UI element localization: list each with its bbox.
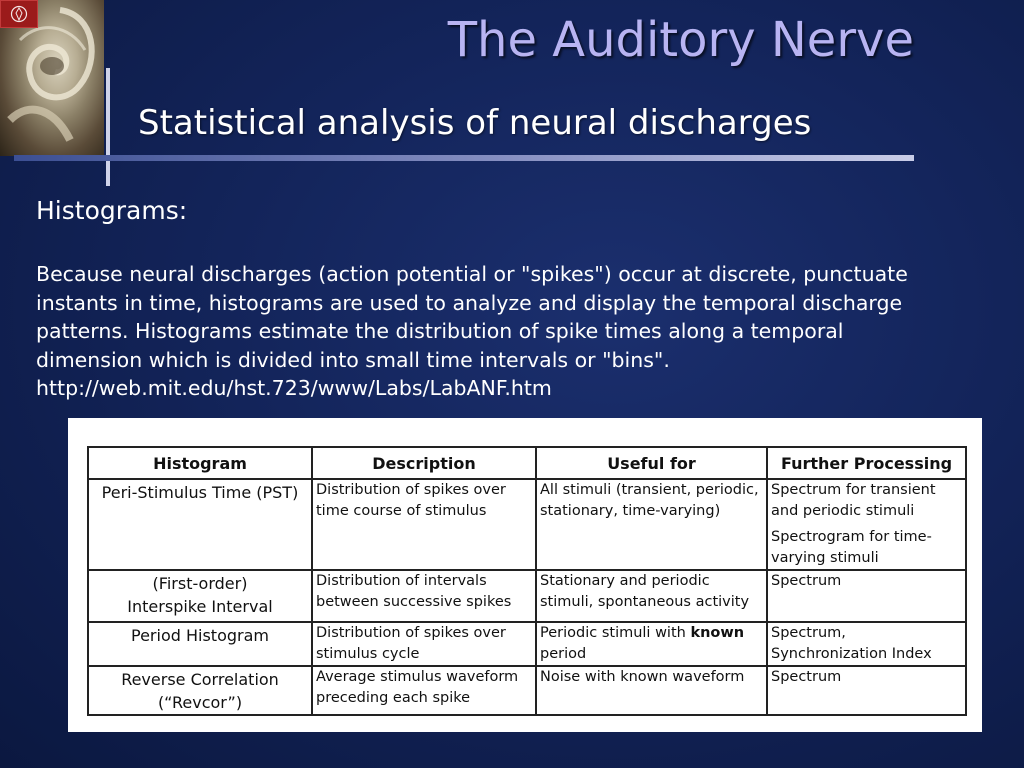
table-header-row: Histogram Description Useful for Further… <box>87 446 967 480</box>
histogram-line: Interspike Interval <box>127 597 273 616</box>
cell-histogram: Period Histogram <box>87 621 313 667</box>
body-line: patterns. Histograms estimate the distri… <box>36 319 844 343</box>
body-line: dimension which is divided into small ti… <box>36 347 670 372</box>
further-line: Spectrum for transient and periodic stim… <box>771 482 936 519</box>
cell-useful-for: Stationary and periodic stimuli, spontan… <box>535 569 768 623</box>
cell-useful-for: Noise with known waveform <box>535 665 768 716</box>
slide-subtitle: Statistical analysis of neural discharge… <box>138 103 812 143</box>
horizontal-divider <box>14 155 914 161</box>
cell-useful-for: Periodic stimuli with known period <box>535 621 768 667</box>
histogram-line: (“Revcor”) <box>157 693 243 712</box>
section-heading: Histograms: <box>36 196 188 225</box>
cell-histogram: Reverse Correlation (“Revcor”) <box>87 665 313 716</box>
reference-url: http://web.mit.edu/hst.723/www/Labs/LabA… <box>36 376 552 400</box>
table-row: Period Histogram Distribution of spikes … <box>87 621 967 667</box>
cell-further-processing: Spectrum <box>766 569 967 623</box>
table-row: Peri-Stimulus Time (PST) Distribution of… <box>87 478 967 571</box>
cell-histogram: Peri-Stimulus Time (PST) <box>87 478 313 571</box>
cell-description: Distribution of spikes over time course … <box>311 478 537 571</box>
further-line: Spectrogram for time-varying stimuli <box>771 529 932 566</box>
column-header: Further Processing <box>766 446 967 480</box>
useful-text: Periodic stimuli with <box>540 625 691 641</box>
histogram-table-panel: Histogram Description Useful for Further… <box>68 418 982 732</box>
table-row: (First-order) Interspike Interval Distri… <box>87 569 967 623</box>
university-seal-icon <box>0 0 38 28</box>
histogram-line: Reverse Correlation <box>121 670 279 689</box>
cell-description: Distribution of spikes over stimulus cyc… <box>311 621 537 667</box>
useful-text: period <box>540 646 587 662</box>
histogram-table: Histogram Description Useful for Further… <box>87 446 967 716</box>
column-header: Histogram <box>87 446 313 480</box>
cell-histogram: (First-order) Interspike Interval <box>87 569 313 623</box>
histogram-line: (First-order) <box>152 574 248 593</box>
body-line: instants in time, histograms are used to… <box>36 290 903 315</box>
cell-further-processing: Spectrum for transient and periodic stim… <box>766 478 967 571</box>
cell-description: Average stimulus waveform preceding each… <box>311 665 537 716</box>
cell-further-processing: Spectrum <box>766 665 967 716</box>
cell-further-processing: Spectrum, Synchronization Index <box>766 621 967 667</box>
table-row: Reverse Correlation (“Revcor”) Average s… <box>87 665 967 716</box>
column-header: Description <box>311 446 537 480</box>
body-paragraph: Because neural discharges (action potent… <box>36 260 1004 403</box>
vertical-divider <box>106 68 110 186</box>
useful-emphasis: known <box>690 625 745 641</box>
column-header: Useful for <box>535 446 768 480</box>
body-line: Because neural discharges (action potent… <box>36 262 908 286</box>
cell-useful-for: All stimuli (transient, periodic, statio… <box>535 478 768 571</box>
slide-title: The Auditory Nerve <box>447 12 914 68</box>
cell-description: Distribution of intervals between succes… <box>311 569 537 623</box>
